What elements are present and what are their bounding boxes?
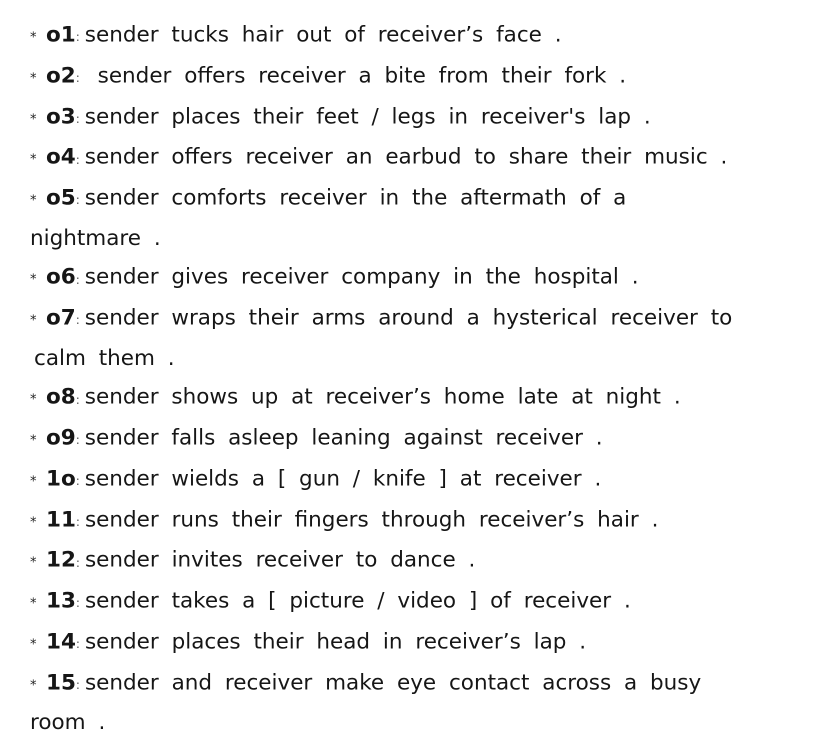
item-text: sender comforts receiver in the aftermat… — [84, 185, 627, 211]
item-text-continued: nightmare . — [30, 225, 161, 251]
bullet-icon: ⁎ — [30, 551, 37, 567]
list-item: ⁎ o6: sender gives receiver company in the… — [30, 258, 820, 299]
bullet-icon: ⁎ — [30, 189, 37, 204]
item-number: 13 — [46, 588, 76, 614]
item-text: sender and receiver make eye contact acr… — [84, 669, 702, 695]
item-number: 12 — [46, 547, 76, 573]
item-number: 1o — [46, 466, 76, 491]
bullet-icon: ⁎ — [30, 66, 37, 82]
list-item: ⁎ o2: sender offers receiver a bite from … — [30, 57, 820, 98]
item-text: sender runs their fingers through receiv… — [84, 506, 659, 532]
list-item: ⁎ o9: sender falls asleep leaning against … — [30, 419, 820, 460]
list-item-continuation: calm them . — [30, 340, 824, 379]
item-number: o2 — [46, 63, 76, 88]
item-text: sender wields a [ gun / knife ] at recei… — [84, 466, 602, 491]
list-item: ⁎ 13: sender takes a [ picture / video ] o… — [30, 582, 820, 623]
item-colon: : — [75, 474, 80, 488]
list-item-continuation: room . — [30, 704, 820, 743]
prompt-list-page: ⁎ o1: sender tucks hair out of receiver’s … — [30, 22, 732, 735]
item-text: sender offers receiver a bite from their… — [84, 63, 627, 88]
item-text: sender gives receiver company in the hos… — [84, 264, 639, 290]
item-colon: : — [75, 555, 80, 570]
item-text: sender falls asleep leaning against rece… — [84, 425, 603, 451]
list-item: ⁎ 14: sender places their head in receiver… — [30, 623, 820, 664]
item-colon: : — [75, 30, 80, 45]
bullet-icon: ⁎ — [30, 429, 37, 444]
item-number: o9 — [46, 425, 76, 451]
list-item: ⁎ o5: sender comforts receiver in the afte… — [30, 179, 820, 220]
item-number: 15 — [46, 669, 76, 695]
item-number: o1 — [46, 22, 76, 48]
item-colon: : — [75, 596, 80, 611]
item-colon: : — [75, 313, 80, 328]
list-item: ⁎ 12: sender invites receiver to dance . — [30, 541, 820, 582]
item-text: sender takes a [ picture / video ] of re… — [84, 588, 631, 614]
bullet-icon: ⁎ — [30, 268, 37, 284]
item-colon: : — [75, 392, 80, 407]
list-item: ⁎ o7: sender wraps their arms around a hys… — [30, 299, 820, 340]
item-text: sender offers receiver an earbud to shar… — [84, 144, 728, 170]
item-colon: : — [75, 272, 80, 287]
list-item-continuation: nightmare . — [30, 220, 820, 259]
prompt-list: ⁎ o1: sender tucks hair out of receiver’s … — [30, 16, 817, 743]
list-item: ⁎ o4: sender offers receiver an earbud to … — [30, 138, 820, 179]
bullet-icon: ⁎ — [30, 469, 37, 485]
bullet-icon: ⁎ — [30, 510, 37, 526]
item-text: sender places their feet / legs in recei… — [84, 103, 651, 129]
item-text: sender tucks hair out of receiver’s face… — [84, 22, 562, 48]
bullet-icon: ⁎ — [30, 26, 37, 41]
bullet-icon: ⁎ — [30, 107, 37, 123]
item-colon: : — [75, 433, 80, 448]
list-item: ⁎ o8: sender shows up at receiver’s home l… — [30, 378, 820, 419]
item-colon: : — [75, 71, 80, 85]
bullet-icon: ⁎ — [30, 388, 37, 404]
list-item: ⁎ 1o: sender wields a [ gun / knife ] at r… — [30, 460, 820, 501]
list-item: ⁎ o3: sender places their feet / legs in r… — [30, 98, 820, 139]
item-colon: : — [75, 637, 80, 651]
item-number: o3 — [46, 103, 76, 129]
item-colon: : — [75, 111, 80, 126]
list-item: ⁎ 11: sender runs their fingers through re… — [30, 501, 820, 542]
bullet-icon: ⁎ — [30, 592, 37, 607]
item-number: o8 — [46, 384, 76, 410]
item-text-continued: calm them . — [34, 345, 175, 371]
item-text: sender shows up at receiver’s home late … — [84, 384, 681, 410]
item-number: o5 — [46, 185, 76, 211]
item-colon: : — [75, 514, 80, 529]
list-item: ⁎ 15: sender and receiver make eye contact… — [30, 664, 820, 705]
item-text-continued: room . — [30, 710, 106, 736]
item-colon: : — [75, 677, 80, 692]
item-number: o7 — [46, 305, 76, 331]
item-number: o6 — [46, 264, 76, 290]
bullet-icon: ⁎ — [30, 673, 37, 689]
list-item: ⁎ o1: sender tucks hair out of receiver’s … — [30, 16, 820, 57]
item-colon: : — [75, 193, 80, 208]
item-number: 14 — [46, 629, 76, 654]
bullet-icon: ⁎ — [30, 309, 37, 324]
item-text: sender wraps their arms around a hysteri… — [84, 305, 733, 331]
item-text: sender invites receiver to dance . — [84, 547, 476, 573]
bullet-icon: ⁎ — [30, 632, 37, 648]
item-colon: : — [75, 152, 80, 167]
item-number: o4 — [46, 144, 76, 170]
bullet-icon: ⁎ — [30, 148, 37, 164]
item-text: sender places their head in receiver’s l… — [84, 629, 587, 654]
item-number: 11 — [46, 506, 76, 532]
